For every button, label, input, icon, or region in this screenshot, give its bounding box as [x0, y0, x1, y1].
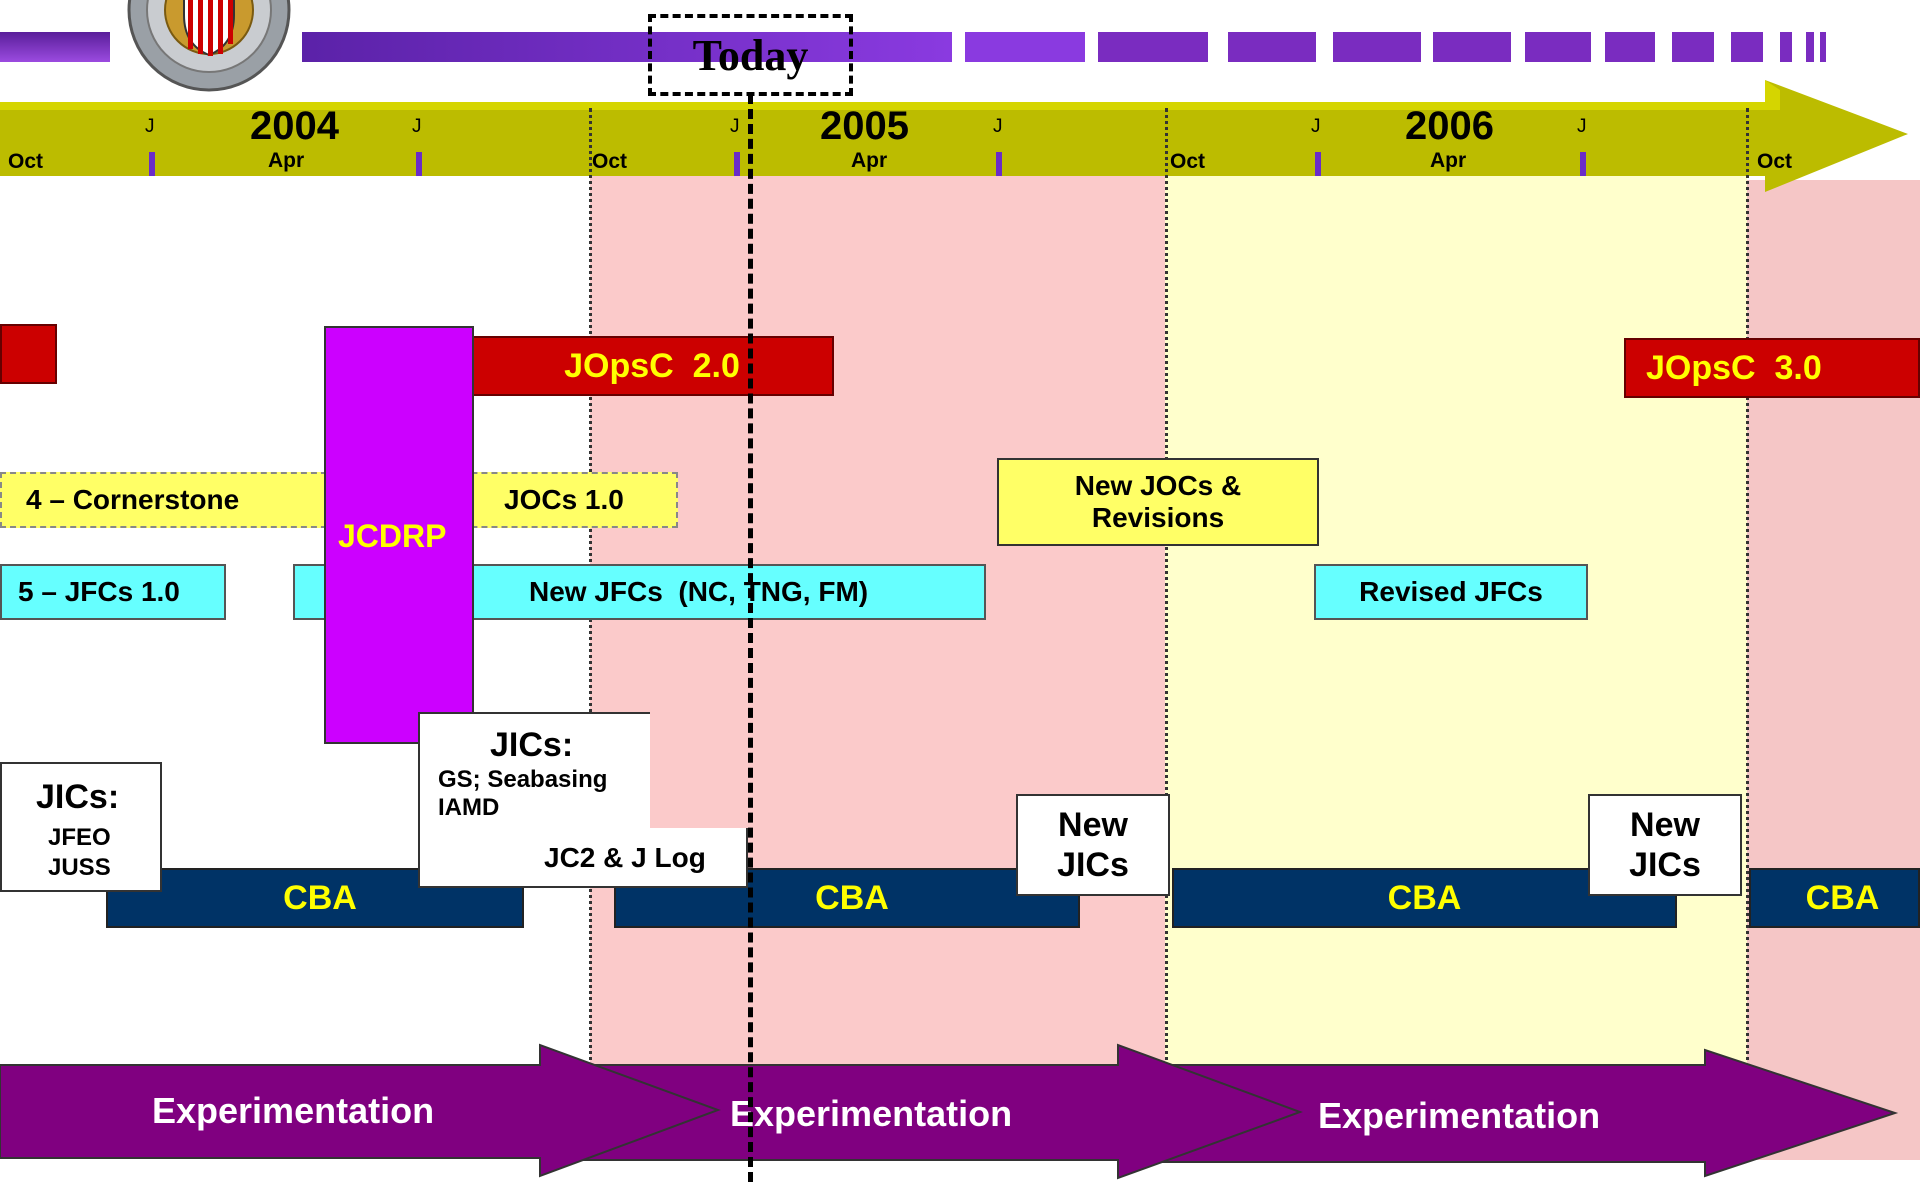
new-jocs-line2: Revisions — [1091, 502, 1225, 533]
jopsc-3-label: JOpsC 3.0 — [1646, 348, 1822, 387]
tick-mark — [1315, 152, 1321, 176]
year-divider — [1165, 108, 1168, 1068]
month-label-apr: Apr — [1430, 149, 1467, 172]
cba-bar-2: CBA — [614, 868, 1080, 928]
cba-bar-3: CBA — [1172, 868, 1677, 928]
month-label-oct: Oct — [1757, 150, 1793, 173]
month-label-apr: Apr — [268, 149, 305, 172]
month-label-j: J — [1577, 116, 1587, 137]
month-label-oct: Oct — [1170, 150, 1206, 173]
new-jics-line2: JICs — [1057, 846, 1129, 884]
cba-label: CBA — [1805, 878, 1880, 917]
jics-box-2-line2: IAMD — [438, 794, 500, 821]
jics-box-1-title: JICs: — [36, 778, 120, 816]
joint-chiefs-seal-logo — [124, 0, 294, 100]
jfcs-1-label: 5 – JFCs 1.0 — [18, 576, 180, 607]
new-jocs-line1: New JOCs & — [1074, 470, 1242, 501]
jics-box-1-line2: JUSS — [48, 854, 111, 881]
month-label-j: J — [1311, 116, 1321, 137]
jopsc-3-bar: JOpsC 3.0 — [1624, 338, 1920, 398]
year-divider — [1746, 108, 1749, 1068]
jics-box-2-lower: JC2 & J Log — [418, 828, 748, 888]
cornerstone-label: 4 – Cornerstone — [26, 484, 240, 515]
experimentation-label-2: Experimentation — [730, 1093, 1013, 1134]
cba-label: CBA — [815, 878, 889, 917]
today-box: Today — [648, 14, 853, 96]
revised-jfcs-bar: Revised JFCs — [1314, 564, 1588, 620]
jics-box-1: JICs: JFEO JUSS — [0, 762, 162, 892]
year-label-2005: 2005 — [820, 104, 909, 148]
month-label-j: J — [993, 116, 1003, 137]
jopsc-2-label: JOpsC 2.0 — [564, 346, 740, 385]
today-line — [748, 94, 753, 1182]
year-band-2007 — [1747, 180, 1920, 1160]
year-band-2005 — [590, 170, 1165, 1070]
experimentation-arrow-1 — [0, 1043, 721, 1178]
experimentation-arrow-3 — [1149, 1048, 1899, 1178]
year-label-2006: 2006 — [1405, 104, 1494, 148]
experimentation-label-1: Experimentation — [152, 1090, 435, 1131]
new-jics-line1: New — [1630, 806, 1700, 844]
month-label-j: J — [412, 116, 422, 137]
jcdrp-label: JCDRP — [338, 518, 447, 554]
new-jics-box-1: New JICs — [1016, 794, 1170, 896]
experimentation-label-3: Experimentation — [1318, 1095, 1601, 1136]
new-jics-line2: JICs — [1629, 846, 1701, 884]
year-band-2006 — [1165, 170, 1747, 1070]
jics-box-2-line1: GS; Seabasing — [438, 766, 608, 793]
jcdrp-box: JCDRP — [324, 326, 474, 744]
cba-label: CBA — [1387, 878, 1462, 917]
month-label-apr: Apr — [851, 149, 888, 172]
cba-bar-4: CBA — [1749, 868, 1920, 928]
jics-box-1-line1: JFEO — [48, 824, 111, 851]
tick-mark — [996, 152, 1002, 176]
month-label-oct: Oct — [592, 150, 628, 173]
jopsc-1-bar — [0, 324, 57, 384]
jics-box-2-title: JICs: — [490, 726, 574, 764]
jopsc-2-bar: JOpsC 2.0 — [470, 336, 834, 396]
cba-label: CBA — [283, 878, 357, 917]
new-jocs-box: New JOCs & Revisions — [997, 458, 1319, 546]
tick-mark — [734, 152, 740, 176]
jocs-1-label: JOCs 1.0 — [504, 484, 624, 515]
timeline-arrow — [0, 80, 1908, 192]
new-jics-line1: New — [1058, 806, 1128, 844]
month-label-j: J — [730, 116, 740, 137]
revised-jfcs-label: Revised JFCs — [1359, 576, 1543, 607]
new-jics-box-2: New JICs — [1588, 794, 1742, 896]
jfcs-1-bar: 5 – JFCs 1.0 — [0, 564, 226, 620]
jics-box-2-line3: JC2 & J Log — [544, 842, 706, 873]
year-label-2004: 2004 — [250, 104, 339, 148]
tick-mark — [1580, 152, 1586, 176]
new-jfcs-label: New JFCs (NC, TNG, FM) — [529, 576, 869, 607]
month-label-oct: Oct — [8, 150, 44, 173]
today-label: Today — [692, 30, 809, 80]
tick-mark — [149, 152, 155, 176]
month-label-j: J — [145, 116, 155, 137]
tick-mark — [416, 152, 422, 176]
